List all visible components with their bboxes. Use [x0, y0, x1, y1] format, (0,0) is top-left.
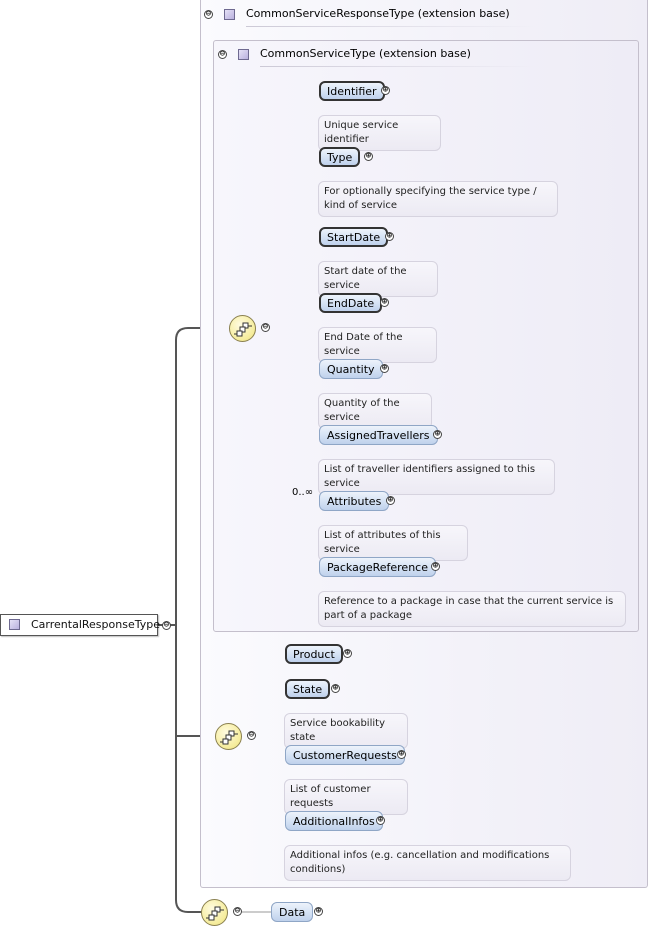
- annotation: For optionally specifying the service ty…: [318, 181, 558, 217]
- annotation-text: List of customer requests: [290, 784, 371, 809]
- title-underline: [246, 26, 536, 27]
- root-collapse-icon[interactable]: ⊖: [162, 620, 171, 630]
- expand-icon[interactable]: ⊕: [386, 495, 395, 505]
- outer-extension-collapse-icon[interactable]: ⊖: [204, 9, 213, 19]
- annotation-text: Service bookability state: [290, 718, 385, 743]
- inner-extension-title-text: CommonServiceType (extension base): [260, 47, 471, 60]
- annotation: List of attributes of this service: [318, 525, 468, 561]
- annotation-text: End Date of the service: [324, 332, 403, 357]
- annotation-text: Unique service identifier: [324, 120, 399, 145]
- expand-icon[interactable]: ⊕: [385, 231, 394, 241]
- annotation: Additional infos (e.g. cancellation and …: [284, 845, 571, 881]
- annotation-text: List of traveller identifiers assigned t…: [324, 464, 536, 489]
- expand-icon[interactable]: ⊕: [314, 906, 323, 916]
- annotation-text: Additional infos (e.g. cancellation and …: [290, 850, 550, 875]
- outer-extension-title: CommonServiceResponseType (extension bas…: [246, 5, 536, 27]
- element-label: State: [293, 683, 323, 696]
- annotation-text: Start date of the service: [324, 266, 407, 291]
- annotation: End Date of the service: [318, 327, 437, 363]
- element-label: Data: [279, 906, 306, 919]
- annotation: List of customer requests: [284, 779, 408, 815]
- element-label: Attributes: [327, 495, 382, 508]
- expand-icon[interactable]: ⊕: [331, 683, 340, 693]
- complex-type-icon: [238, 49, 249, 60]
- element-label: EndDate: [327, 297, 375, 310]
- inner-extension-collapse-icon[interactable]: ⊖: [218, 49, 227, 59]
- sequence-compositor-icon[interactable]: [201, 899, 228, 926]
- element-enddate[interactable]: EndDate: [319, 293, 383, 313]
- element-state[interactable]: State: [285, 679, 331, 699]
- element-label: AssignedTravellers: [327, 429, 430, 442]
- element-type[interactable]: Type: [319, 147, 361, 167]
- annotation: Service bookability state: [284, 713, 408, 749]
- expand-icon[interactable]: ⊕: [397, 749, 406, 759]
- annotation: Quantity of the service: [318, 393, 432, 429]
- element-packagereference[interactable]: PackageReference: [319, 557, 436, 577]
- multiplicity-label: 0..∞: [292, 487, 314, 498]
- element-product[interactable]: Product: [285, 644, 343, 664]
- outer-extension-title-text: CommonServiceResponseType (extension bas…: [246, 7, 510, 20]
- annotation: Start date of the service: [318, 261, 438, 297]
- element-label: Type: [327, 151, 353, 164]
- expand-icon[interactable]: ⊕: [380, 363, 389, 373]
- root-type-label: CarrentalResponseType: [31, 618, 160, 631]
- annotation: List of traveller identifiers assigned t…: [318, 459, 555, 495]
- annotation: Unique service identifier: [318, 115, 441, 151]
- complex-type-icon: [224, 9, 235, 20]
- element-startdate[interactable]: StartDate: [319, 227, 389, 247]
- expand-icon[interactable]: ⊕: [380, 297, 389, 307]
- sequence-collapse-icon[interactable]: ⊖: [247, 730, 256, 740]
- element-identifier[interactable]: Identifier: [319, 81, 385, 101]
- element-additionalinfos[interactable]: AdditionalInfos: [285, 811, 383, 831]
- element-attributes[interactable]: Attributes: [319, 491, 390, 511]
- expand-icon[interactable]: ⊕: [376, 815, 385, 825]
- element-label: Quantity: [327, 363, 375, 376]
- sequence-collapse-icon[interactable]: ⊖: [261, 322, 270, 332]
- complex-type-icon: [9, 619, 20, 630]
- sequence-compositor-icon[interactable]: [215, 723, 242, 750]
- sequence-compositor-icon[interactable]: [229, 315, 256, 342]
- expand-icon[interactable]: ⊕: [431, 561, 440, 571]
- element-quantity[interactable]: Quantity: [319, 359, 383, 379]
- expand-icon[interactable]: ⊕: [343, 648, 352, 658]
- element-customerrequests[interactable]: CustomerRequests: [285, 745, 405, 765]
- element-label: Product: [293, 648, 335, 661]
- expand-icon[interactable]: ⊕: [381, 85, 390, 95]
- element-label: AdditionalInfos: [293, 815, 375, 828]
- sequence-collapse-icon[interactable]: ⊖: [233, 906, 242, 916]
- element-label: Identifier: [327, 85, 377, 98]
- annotation-text: Reference to a package in case that the …: [324, 596, 614, 621]
- annotation-text: For optionally specifying the service ty…: [324, 186, 537, 211]
- trunk-to-seq3: [175, 340, 202, 913]
- inner-extension-title: CommonServiceType (extension base): [260, 45, 535, 67]
- root-type-box[interactable]: CarrentalResponseType: [0, 614, 160, 636]
- annotation: Reference to a package in case that the …: [318, 591, 626, 627]
- expand-icon[interactable]: ⊕: [364, 151, 373, 161]
- element-assignedtravellers[interactable]: AssignedTravellers: [319, 425, 438, 445]
- expand-icon[interactable]: ⊕: [433, 429, 442, 439]
- annotation-text: Quantity of the service: [324, 398, 400, 423]
- title-underline: [260, 66, 535, 67]
- element-data[interactable]: Data: [271, 902, 314, 922]
- element-label: PackageReference: [327, 561, 428, 574]
- trunk-to-seq1: [175, 327, 230, 341]
- annotation-text: List of attributes of this service: [324, 530, 441, 555]
- element-label: CustomerRequests: [293, 749, 397, 762]
- element-label: StartDate: [327, 231, 381, 244]
